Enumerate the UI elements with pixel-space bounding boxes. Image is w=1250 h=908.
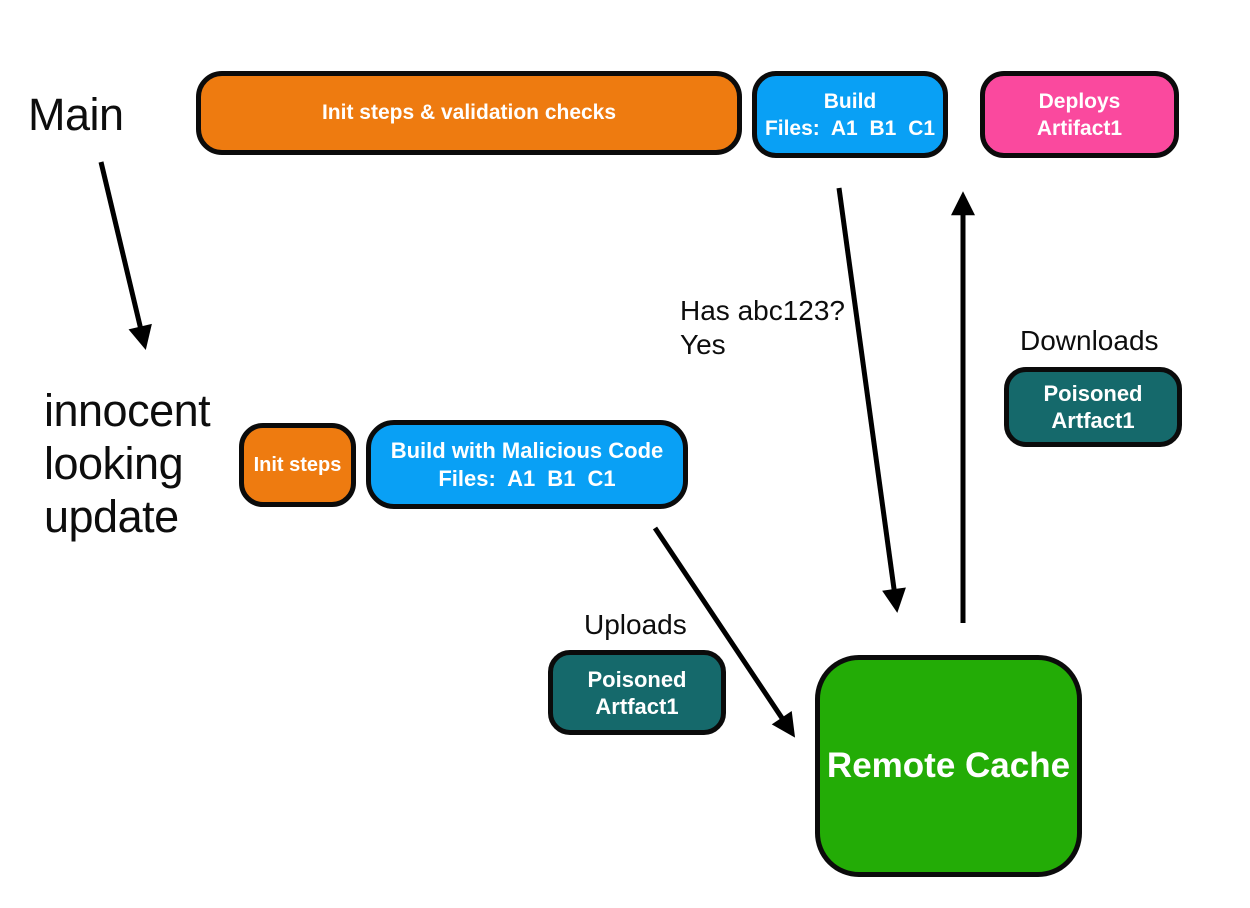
node-poisoned-download-line1: Poisoned: [1043, 381, 1143, 406]
node-deploys-artifact: Deploys Artifact1: [980, 71, 1179, 158]
uploads-label: Uploads: [584, 609, 687, 640]
node-build-main-line2: Files: A1 B1 C1: [764, 116, 936, 140]
node-deploys-artifact-line1: Deploys: [1038, 89, 1121, 113]
node-build-main: Build Files: A1 B1 C1: [752, 71, 948, 158]
node-poisoned-upload-line2: Artfact1: [595, 693, 679, 719]
node-deploys-artifact-line2: Artifact1: [1036, 116, 1123, 140]
arrow-build-to-remote-cache: [836, 187, 906, 613]
node-build-main-line1: Build: [823, 89, 877, 113]
has-abc123-label: Has abc123? Yes: [680, 294, 845, 362]
node-remote-cache-label: Remote Cache: [826, 746, 1071, 785]
node-build-malicious-line2: Files: A1 B1 C1: [438, 465, 616, 491]
node-init-steps-validation: Init steps & validation checks: [196, 71, 742, 155]
innocent-update-line2: looking: [44, 438, 184, 489]
has-abc123-line1: Has abc123?: [680, 295, 846, 326]
node-poisoned-artifact-download: Poisoned Artfact1: [1004, 367, 1182, 447]
innocent-update-line1: innocent: [44, 385, 211, 436]
node-poisoned-artifact-upload: Poisoned Artfact1: [548, 650, 726, 735]
main-branch-label: Main: [28, 89, 124, 140]
downloads-label: Downloads: [1020, 325, 1159, 356]
node-init-steps: Init steps: [239, 423, 356, 507]
node-build-malicious: Build with Malicious Code Files: A1 B1 C…: [366, 420, 688, 509]
node-init-steps-label: Init steps: [253, 453, 342, 476]
node-poisoned-download-line2: Artfact1: [1051, 408, 1135, 433]
arrow-main-to-innocent-update: [98, 161, 152, 350]
node-build-malicious-line1: Build with Malicious Code: [390, 437, 664, 463]
node-poisoned-upload-line1: Poisoned: [587, 666, 687, 692]
node-remote-cache: Remote Cache: [815, 655, 1082, 877]
innocent-update-label: innocent looking update: [44, 384, 211, 543]
node-init-steps-validation-label: Init steps & validation checks: [321, 101, 617, 124]
innocent-update-line3: update: [44, 491, 179, 542]
has-abc123-line2: Yes: [680, 329, 726, 360]
